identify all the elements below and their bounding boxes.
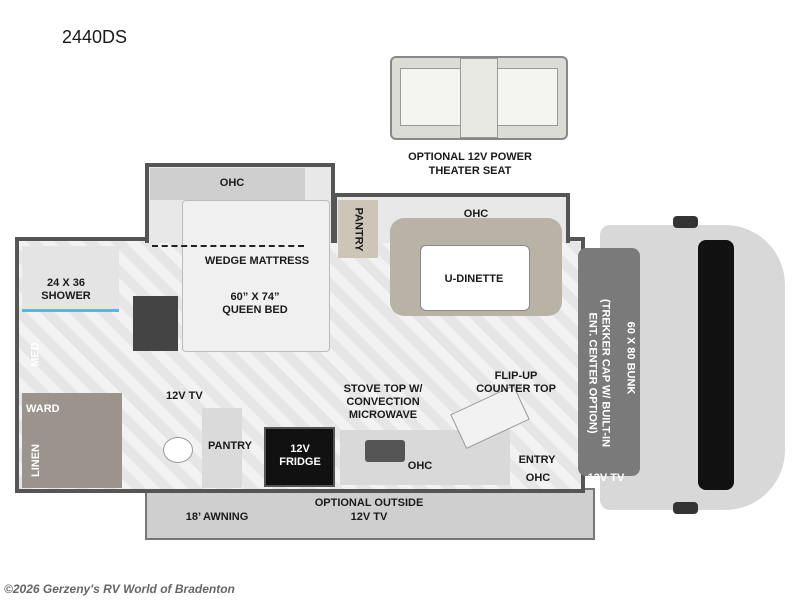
theater-seat: [390, 56, 568, 140]
entry-label: ENTRY: [518, 454, 556, 466]
copyright: ©2026 Gerzeny's RV World of Bradenton: [4, 582, 235, 596]
fridge-label-2: FRIDGE: [279, 456, 321, 468]
galley-ohc-label: OHC: [407, 460, 433, 472]
shower-size-label: 24 X 36: [47, 277, 85, 289]
shower-label: SHOWER: [41, 290, 91, 302]
bedroom-tv: [133, 296, 178, 351]
dinette-table: [420, 245, 530, 311]
awning-label: 18’ AWNING: [185, 511, 249, 523]
bedroom-ohc: [150, 168, 305, 200]
stove-label-3: MICROWAVE: [348, 409, 418, 421]
outside-tv-label-2: 12V TV: [350, 511, 388, 523]
rear-tv-label: 12V TV: [166, 390, 203, 402]
stove-label-2: CONVECTION: [346, 396, 420, 408]
dinette-pantry-label: PANTRY: [352, 207, 365, 252]
fridge: [264, 427, 335, 487]
cab-over-bunk: [578, 248, 640, 476]
rear-pantry-label: PANTRY: [208, 440, 252, 452]
mirror-top: [673, 216, 698, 228]
bed-size-label: 60” X 74”: [230, 291, 280, 303]
outside-tv-label-1: OPTIONAL OUTSIDE: [314, 497, 424, 509]
wedge-line: [152, 245, 304, 247]
bunk-label-3: ENT. CENTER OPTION): [586, 312, 599, 434]
queen-bed: [182, 200, 330, 352]
toilet: [163, 437, 193, 463]
med-label: MED: [29, 342, 42, 367]
linen-label: LINEN: [30, 444, 42, 477]
fridge-label-1: 12V: [290, 443, 310, 455]
bunk-label-1: 60 X 80 BUNK: [624, 321, 637, 395]
stove-top: [365, 440, 405, 462]
windshield: [698, 240, 734, 490]
model-title: 2440DS: [62, 27, 128, 47]
wedge-mattress-label: WEDGE MATTRESS: [204, 255, 310, 267]
pantry-rear: [202, 408, 242, 488]
counter-label-1: FLIP-UP: [494, 370, 538, 382]
ward-label: WARD: [26, 403, 60, 415]
shower: [22, 246, 119, 312]
pantry-dinette: [338, 200, 378, 258]
bunk-label-2: (TREKKER CAP W/ BUILT-IN: [599, 298, 612, 448]
bedroom-ohc-label: OHC: [219, 177, 245, 189]
dinette-label: U-DINETTE: [444, 273, 504, 285]
stove-label-1: STOVE TOP W/: [343, 383, 423, 395]
theater-seat-label-2: THEATER SEAT: [428, 165, 512, 177]
dinette-ohc-label: OHC: [463, 208, 489, 220]
theater-seat-label-1: OPTIONAL 12V POWER: [408, 151, 532, 163]
entry-ohc-label: OHC: [525, 472, 551, 484]
counter-label-2: COUNTER TOP: [476, 383, 556, 395]
mirror-bottom: [673, 502, 698, 514]
wardrobe-linen: [22, 393, 122, 488]
bed-type-label: QUEEN BED: [222, 304, 288, 316]
front-tv-label: 12V TV: [587, 472, 625, 484]
